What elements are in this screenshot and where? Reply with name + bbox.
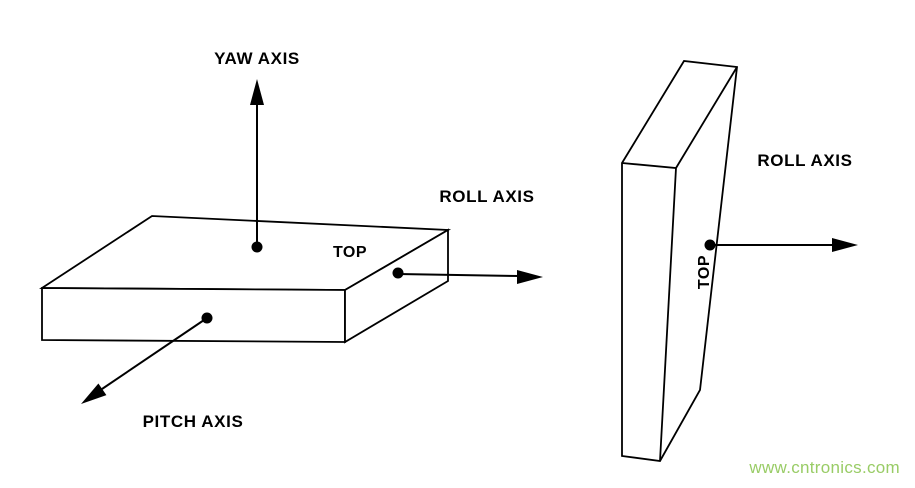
- watermark-text: www.cntronics.com: [748, 458, 900, 477]
- right-package-outline: [621, 60, 738, 462]
- pitch-axis-line: [101, 317, 208, 390]
- pitch-axis-dot: [201, 312, 213, 324]
- roll-axis-arrowhead-right-icon: [832, 238, 858, 252]
- roll-axis-label-right: ROLL AXIS: [757, 151, 852, 170]
- roll-axis-dot-right: [704, 239, 716, 251]
- roll-axis-label-left: ROLL AXIS: [439, 187, 534, 206]
- right-package-figure: ROLL AXIS TOP: [621, 60, 858, 462]
- left-package-front-face: [41, 287, 346, 343]
- yaw-axis-arrowhead-icon: [250, 79, 264, 105]
- yaw-axis-dot: [251, 241, 263, 253]
- right-package-inner-edges: [621, 66, 738, 462]
- yaw-axis-label: YAW AXIS: [214, 49, 300, 68]
- roll-axis-arrowhead-left-icon: [517, 270, 543, 284]
- top-label-right: TOP: [696, 255, 713, 289]
- top-label-left: TOP: [333, 244, 367, 261]
- left-package-figure: YAW AXIS ROLL AXIS PITCH AXIS TOP: [39, 49, 543, 431]
- roll-axis-line-left: [397, 273, 520, 277]
- pitch-axis-arrowhead-icon: [81, 383, 107, 404]
- left-package-side-face: [344, 228, 449, 344]
- roll-axis-dot-left: [392, 267, 404, 279]
- pitch-axis-label: PITCH AXIS: [143, 412, 244, 431]
